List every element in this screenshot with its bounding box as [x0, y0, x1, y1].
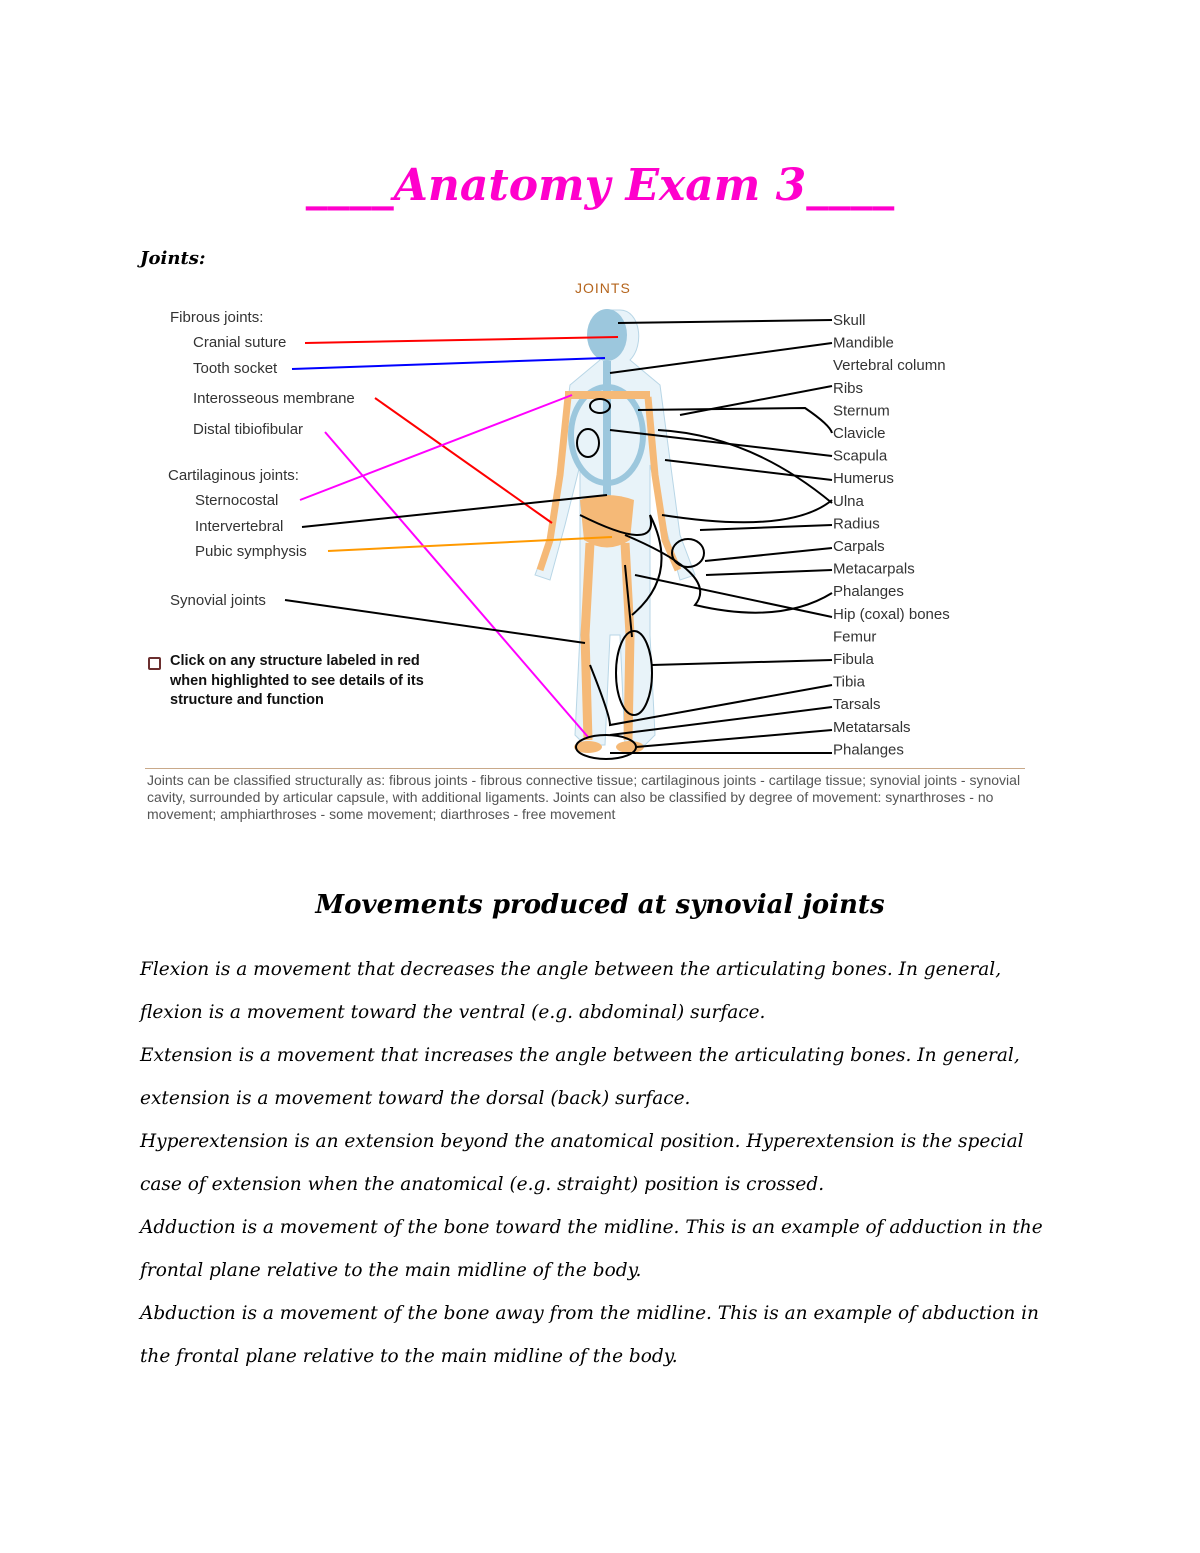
right-label-item: Carpals: [833, 538, 885, 555]
label-intervertebral: Intervertebral: [195, 518, 283, 535]
right-label-item: Metatarsals: [833, 719, 911, 736]
right-label-item: Hip (coxal) bones: [833, 606, 950, 623]
right-label-item: Femur: [833, 628, 876, 645]
right-label-item: Metacarpals: [833, 561, 915, 578]
movements-text: Flexion is a movement that decreases the…: [140, 948, 1060, 1378]
label-pubic-symphysis: Pubic symphysis: [195, 543, 307, 560]
right-label-item: Clavicle: [833, 425, 886, 442]
right-label-item: Phalanges: [833, 583, 904, 600]
label-sternocostal: Sternocostal: [195, 492, 278, 509]
right-label-item: Skull: [833, 312, 866, 329]
line-tooth-socket: [291, 357, 606, 370]
paragraph-adduction: Adduction is a movement of the bone towa…: [140, 1217, 1043, 1281]
joints-diagram: JOINTS Fibrous joints: Cranial: [168, 280, 950, 760]
section-label-joints: Joints:: [140, 248, 206, 269]
figure-divider: [145, 768, 1025, 769]
right-label-item: Ribs: [833, 380, 863, 397]
right-label-item: Radius: [833, 515, 880, 532]
label-interosseous-membrane: Interosseous membrane: [193, 390, 355, 407]
label-cartilaginous-joints: Cartilaginous joints:: [168, 467, 299, 484]
right-label-item: Phalanges: [833, 741, 904, 758]
right-label-item: Sternum: [833, 402, 890, 419]
page-title: ____Anatomy Exam 3____: [305, 160, 895, 211]
paragraph-flexion: Flexion is a movement that decreases the…: [140, 959, 1002, 1023]
figure-heading: JOINTS: [575, 280, 631, 296]
figure-caption: Joints can be classified structurally as…: [147, 772, 1021, 822]
paragraph-hyperextension: Hyperextension is an extension beyond th…: [140, 1131, 1024, 1195]
line-distal-tibiofibular: [324, 431, 589, 738]
checkbox-icon[interactable]: [148, 657, 161, 670]
line-interosseous-membrane: [374, 397, 553, 524]
right-label-item: Scapula: [833, 448, 888, 465]
section-heading-movements: Movements produced at synovial joints: [315, 890, 885, 920]
skeleton-illustration: [534, 309, 696, 753]
right-label-item: Humerus: [833, 470, 894, 487]
paragraph-extension: Extension is a movement that increases t…: [140, 1045, 1020, 1109]
label-synovial-joints: Synovial joints: [170, 592, 266, 609]
line-sternocostal: [299, 394, 573, 501]
right-label-item: Ulna: [833, 493, 865, 510]
right-label-item: Fibula: [833, 651, 875, 668]
right-label-item: Tibia: [833, 674, 866, 691]
line-pubic-symphysis: [327, 536, 613, 552]
line-synovial-joints: [284, 599, 586, 644]
right-label-item: Tarsals: [833, 696, 881, 713]
right-label-item: Mandible: [833, 335, 894, 352]
joints-figure: JOINTS Fibrous joints: Cranial: [140, 275, 1060, 835]
label-fibrous-joints: Fibrous joints:: [170, 309, 263, 326]
label-tooth-socket: Tooth socket: [193, 360, 278, 377]
line-intervertebral: [301, 494, 608, 528]
right-label-item: Vertebral column: [833, 357, 946, 374]
label-cranial-suture: Cranial suture: [193, 334, 286, 351]
line-cranial-suture: [304, 336, 619, 344]
figure-note: Click on any structure labeled in red wh…: [170, 653, 424, 708]
label-distal-tibiofibular: Distal tibiofibular: [193, 421, 303, 438]
right-leader-lines: [575, 319, 833, 760]
paragraph-abduction: Abduction is a movement of the bone away…: [140, 1303, 1039, 1367]
